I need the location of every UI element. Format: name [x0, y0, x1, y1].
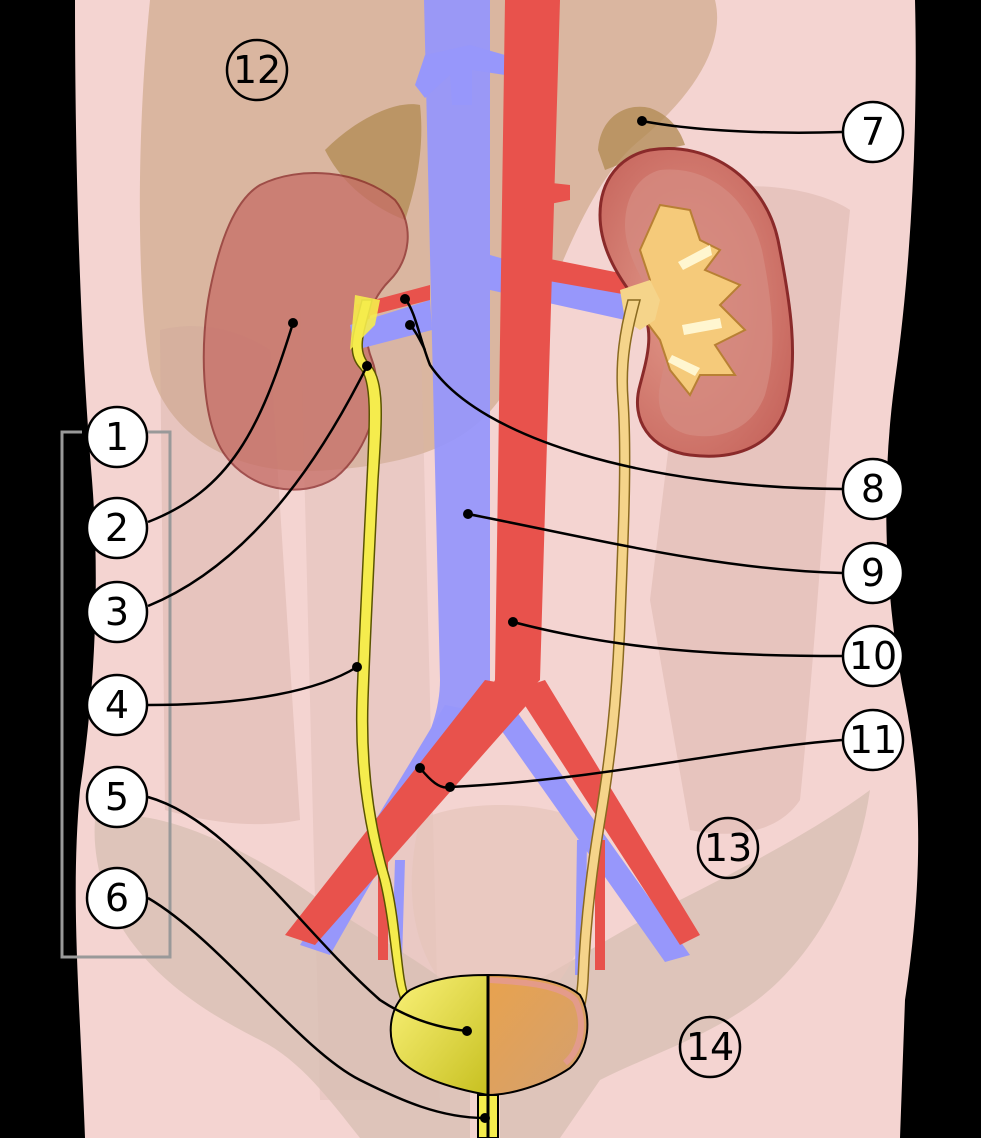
callout-11-text: 11 — [849, 718, 897, 762]
region-label-12-text: 12 — [233, 48, 281, 92]
dot-5 — [462, 1026, 472, 1036]
pelvis-inner — [411, 805, 591, 980]
dot-3 — [362, 361, 372, 371]
callout-6: 6 — [85, 866, 149, 930]
leader-8 — [404, 298, 843, 491]
pelvis-right — [500, 790, 870, 1138]
callout-1-text: 1 — [105, 415, 129, 459]
iliac-artery-right — [515, 680, 700, 945]
dot-9 — [463, 509, 473, 519]
region-label-12: 12 — [225, 38, 289, 102]
dot-6 — [480, 1113, 490, 1123]
inferior-vena-cava — [395, 0, 490, 800]
callout-8: 8 — [841, 457, 905, 521]
dot-11b — [445, 782, 455, 792]
region-label-13-text: 13 — [704, 826, 752, 870]
celiac-trunk — [505, 180, 570, 230]
leader-6 — [147, 896, 486, 1120]
aorta — [485, 0, 560, 700]
region-label-14: 14 — [678, 1015, 742, 1079]
callout-9: 9 — [841, 541, 905, 605]
iliac-artery-left — [285, 680, 540, 945]
dot-8b — [405, 320, 415, 330]
callout-2: 2 — [85, 496, 149, 560]
pelvis — [94, 815, 470, 1138]
callout-5-text: 5 — [105, 775, 129, 819]
callout-4-text: 4 — [105, 683, 129, 727]
leader-7 — [641, 119, 843, 134]
left-kidney — [598, 147, 795, 458]
region-label-13: 13 — [696, 816, 760, 880]
callout-5: 5 — [85, 765, 149, 829]
region-label-14-text: 14 — [686, 1025, 734, 1069]
leader-4 — [147, 665, 358, 707]
leader-11 — [419, 738, 843, 789]
leader-10 — [512, 620, 843, 658]
callout-2-text: 2 — [105, 506, 129, 550]
callout-8-text: 8 — [861, 467, 885, 511]
dot-7 — [637, 116, 647, 126]
right-kidney — [202, 172, 409, 491]
dot-2 — [288, 318, 298, 328]
leader-5 — [147, 795, 468, 1033]
callout-3: 3 — [85, 580, 149, 644]
adrenal-gland-left — [598, 106, 685, 170]
leader-lines — [147, 119, 843, 1120]
right-renal-pelvis — [350, 295, 380, 350]
callout-10: 10 — [841, 624, 905, 688]
leader-2 — [147, 322, 295, 524]
callout-4: 4 — [85, 673, 149, 737]
dot-10 — [508, 617, 518, 627]
callout-7: 7 — [841, 100, 905, 164]
iliac-vein-right — [480, 695, 690, 962]
leader-3 — [147, 365, 369, 608]
leader-dots — [288, 116, 647, 1123]
callout-10-text: 10 — [849, 634, 897, 678]
dot-8a — [400, 294, 410, 304]
callout-9-text: 9 — [861, 551, 885, 595]
callout-1: 1 — [85, 405, 149, 469]
renal-artery-left — [530, 255, 630, 295]
bladder — [389, 973, 589, 1097]
vein-branch-top — [415, 45, 505, 105]
callout-6-text: 6 — [105, 876, 129, 920]
leader-9 — [467, 512, 843, 575]
dot-4 — [352, 662, 362, 672]
callout-3-text: 3 — [105, 590, 129, 634]
callout-11: 11 — [841, 708, 905, 772]
bracket — [60, 430, 172, 959]
dot-11a — [415, 763, 425, 773]
adrenal-gland-right — [325, 104, 422, 220]
callout-7-text: 7 — [861, 110, 885, 154]
mesenteric-artery — [515, 250, 535, 285]
